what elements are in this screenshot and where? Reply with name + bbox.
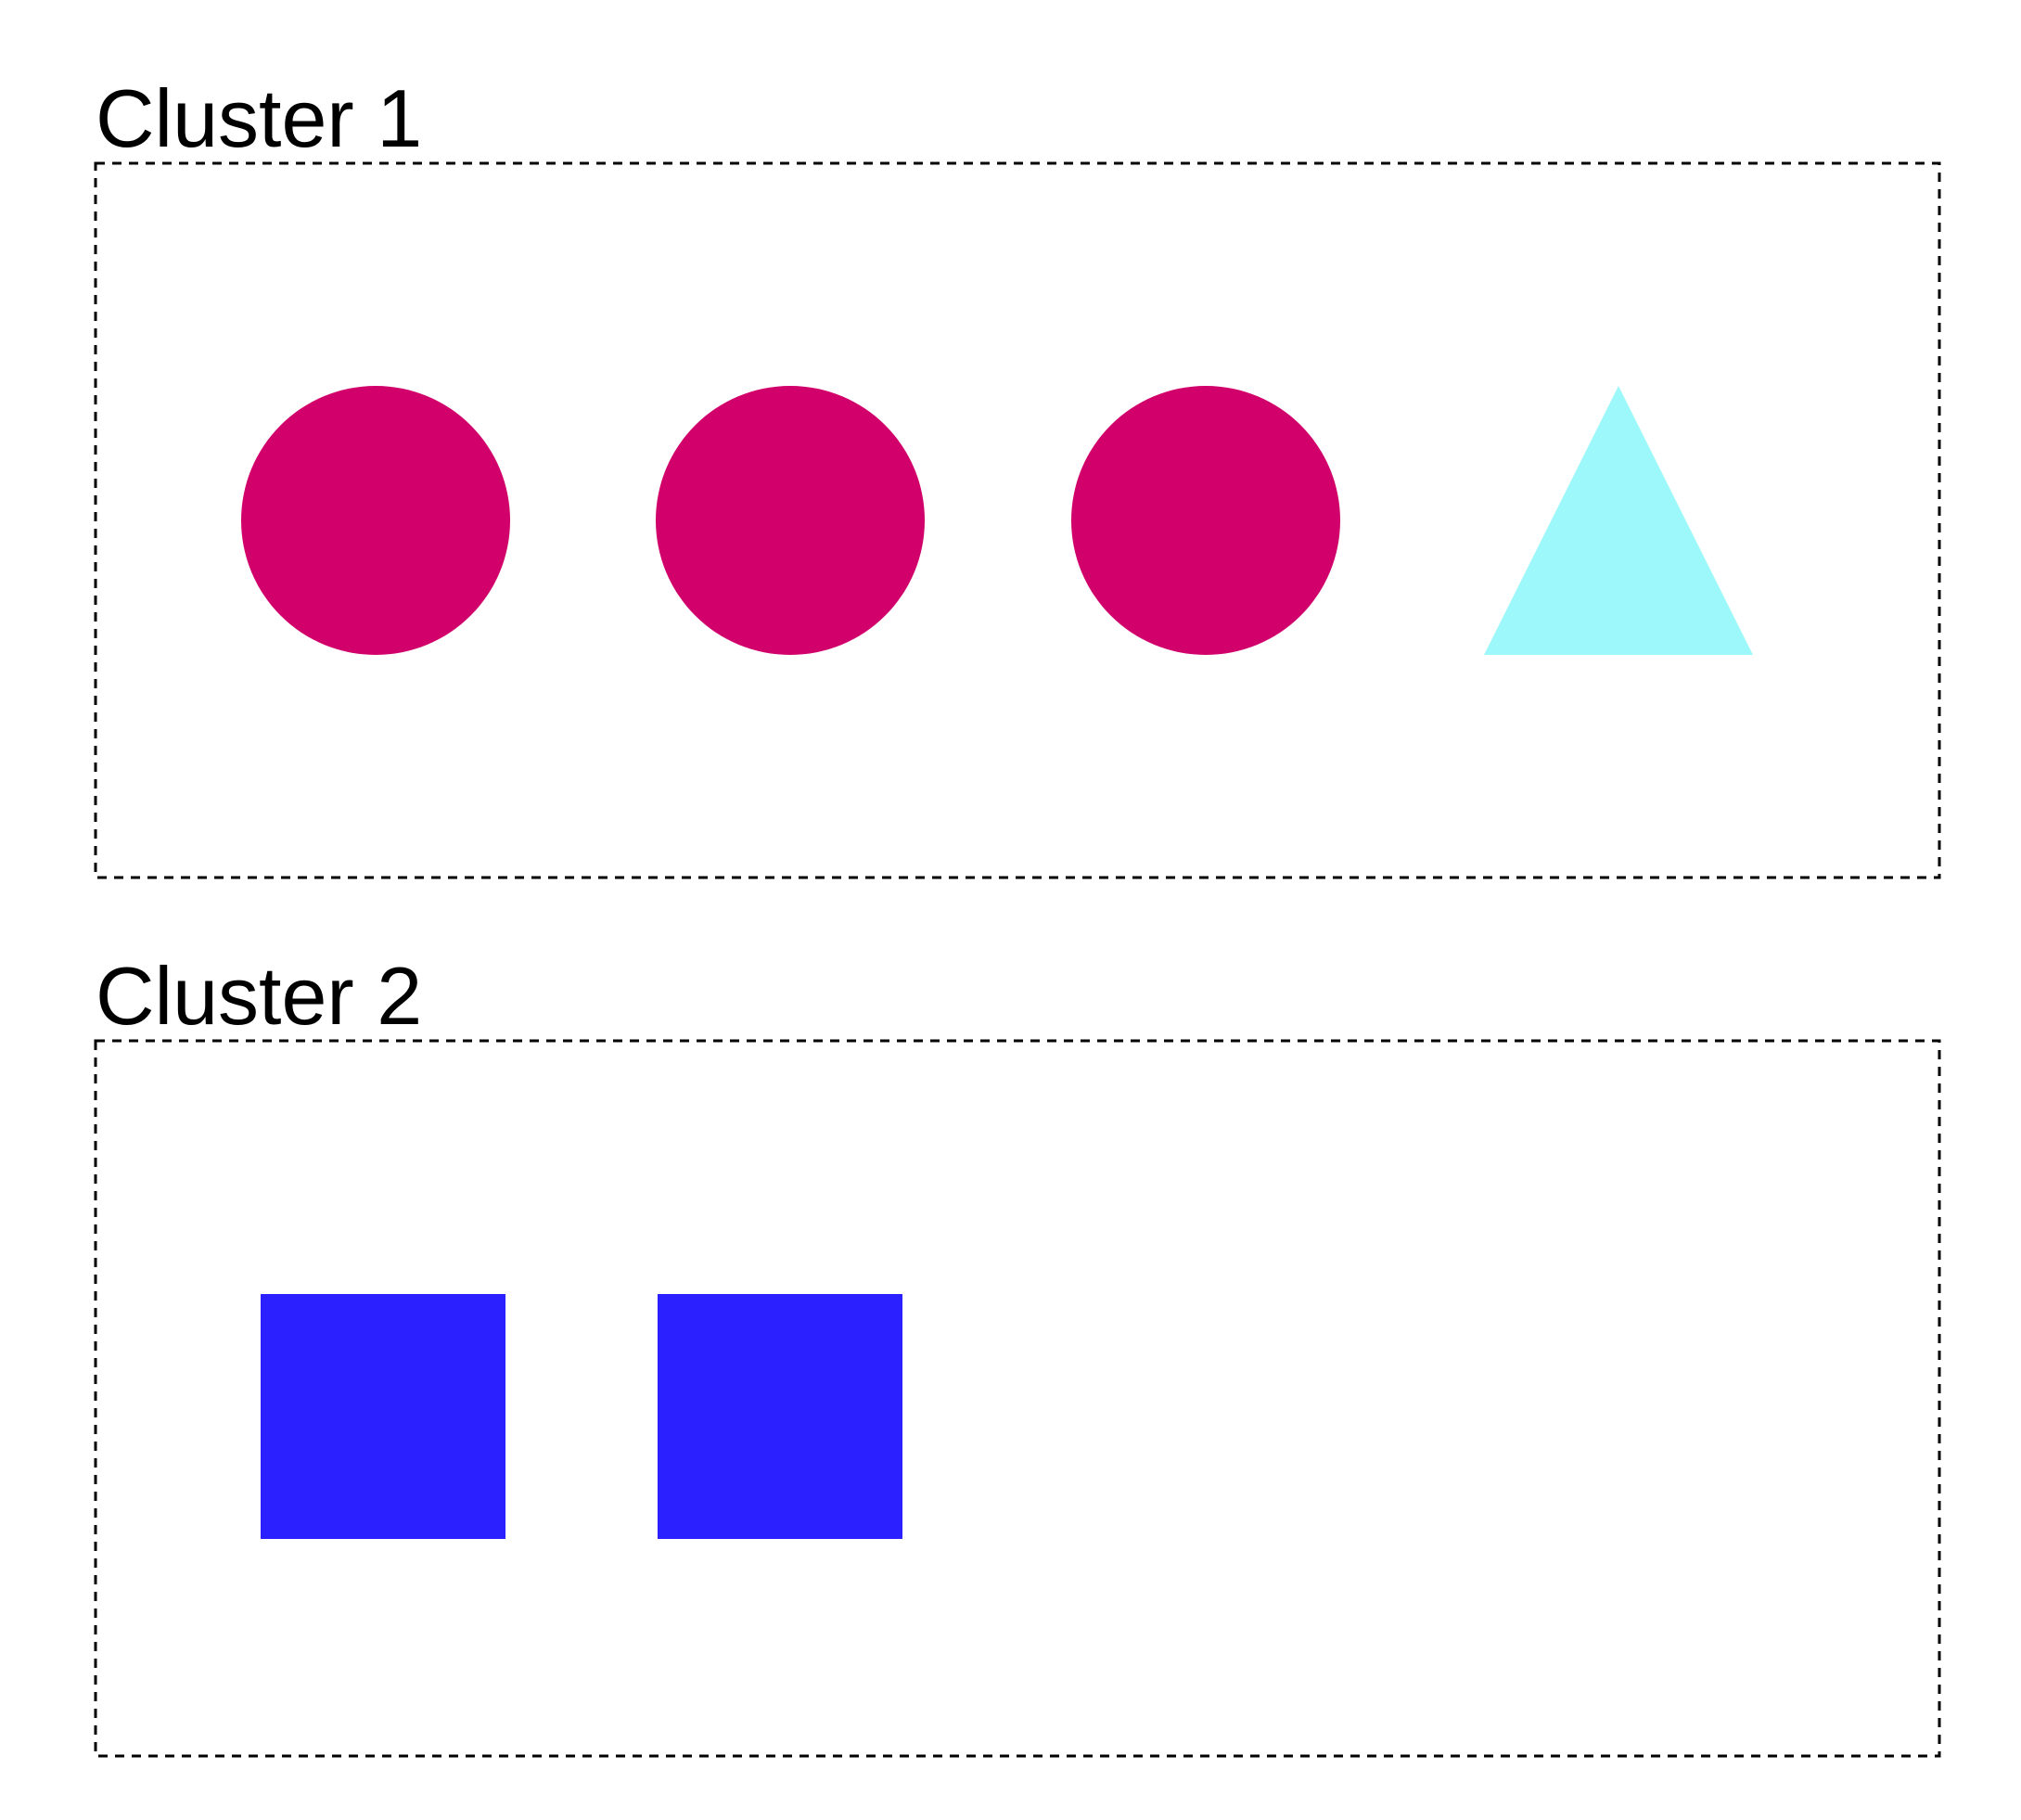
cluster-2: Cluster 2 xyxy=(94,950,1941,1758)
cluster-2-square-1 xyxy=(261,1294,505,1539)
cluster-1-border xyxy=(94,161,1941,879)
cluster-1-circle-3 xyxy=(1071,386,1340,655)
cluster-1-circle-1 xyxy=(241,386,510,655)
cluster-1-triangle xyxy=(1484,386,1753,655)
cluster-1: Cluster 1 xyxy=(94,72,1941,879)
cluster-1-label: Cluster 1 xyxy=(96,72,422,164)
cluster-2-square-2 xyxy=(658,1294,902,1539)
cluster-2-label: Cluster 2 xyxy=(96,950,422,1042)
cluster-2-border xyxy=(94,1039,1941,1758)
cluster-1-circle-2 xyxy=(656,386,925,655)
